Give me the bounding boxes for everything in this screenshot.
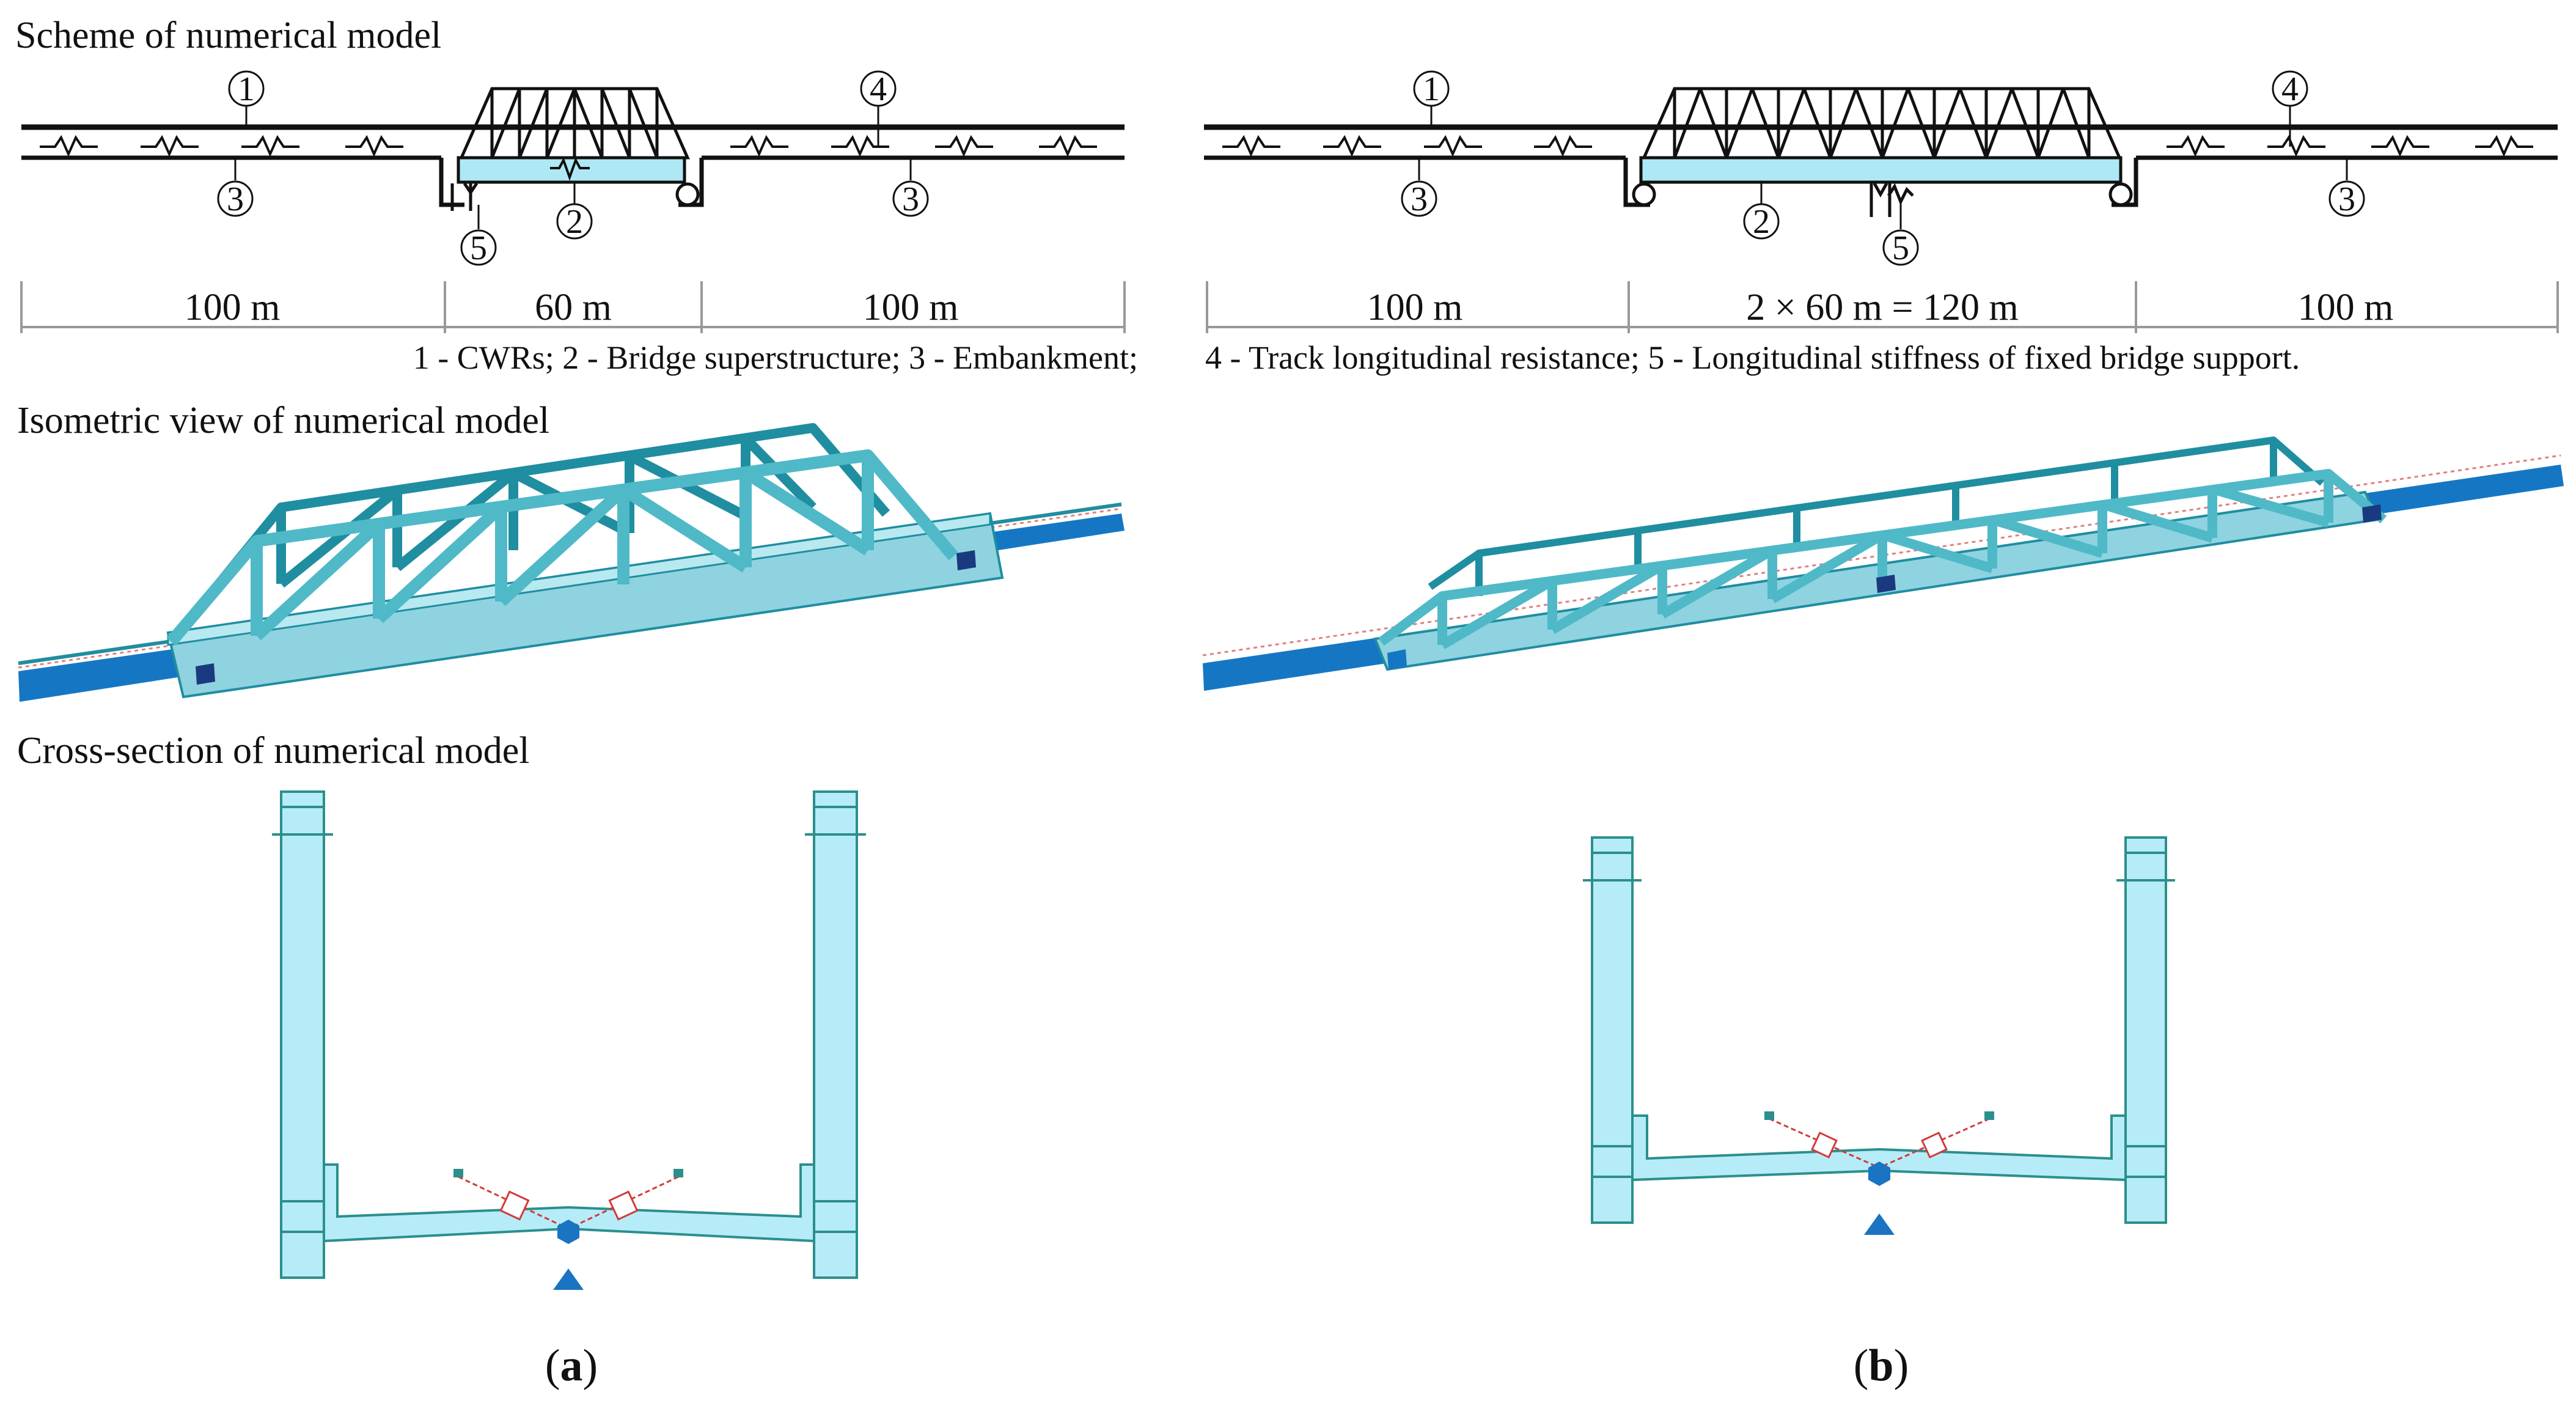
scheme-b-leaders (1418, 105, 2348, 229)
svg-text:3: 3 (227, 180, 244, 218)
isometric-a-support-left (196, 663, 215, 685)
scheme-b-marker-1: 1 (1413, 70, 1450, 108)
cross-section-a-web-right (813, 790, 858, 1279)
scheme-b: 1 3 2 5 4 3 100 m 2 × 60 m (1204, 70, 2559, 333)
legend-right: 4 - Track longitudinal resistance; 5 - L… (1205, 339, 2300, 376)
svg-text:3: 3 (1411, 180, 1428, 218)
svg-text:1: 1 (238, 70, 255, 108)
scheme-b-marker-5: 5 (1882, 229, 1919, 267)
cross-section-a-bearing (557, 1220, 579, 1244)
scheme-b-marker-3-right: 3 (2328, 180, 2365, 218)
svg-text:2: 2 (566, 203, 583, 241)
heading-isometric: Isometric view of numerical model (17, 400, 549, 441)
scheme-a-roller-support (675, 182, 700, 207)
svg-text:3: 3 (2338, 180, 2355, 218)
scheme-a-marker-3-left: 3 (217, 180, 254, 218)
scheme-b-marker-2: 2 (1743, 203, 1780, 241)
scheme-b-dim-left: 100 m (1367, 287, 1463, 328)
scheme-a-marker-3-right: 3 (892, 180, 929, 218)
scheme-b-roller-support-right (2108, 182, 2133, 207)
cross-section-b-spring-box-left (1811, 1132, 1838, 1158)
scheme-a-dim-right: 100 m (863, 287, 959, 328)
scheme-a-dimension-line (20, 281, 1126, 333)
cross-section-a-spring-box-left (499, 1190, 530, 1221)
cross-section-b-web-right (2124, 836, 2167, 1224)
cross-section-a-rails (453, 1169, 683, 1177)
cross-section-b-deck (1631, 1114, 2127, 1182)
cross-section-b-web-left (1591, 836, 1634, 1224)
scheme-a-marker-1: 1 (228, 70, 265, 108)
scheme-b-dim-middle: 2 × 60 m = 120 m (1746, 287, 2018, 328)
cross-section-a-springs (458, 1176, 679, 1230)
heading-scheme: Scheme of numerical model (15, 15, 441, 56)
scheme-a-truss (459, 87, 690, 160)
scheme-a-marker-4: 4 (860, 70, 897, 108)
legend-left: 1 - CWRs; 2 - Bridge superstructure; 3 -… (413, 339, 1138, 376)
cross-section-a-deck (323, 1163, 815, 1243)
scheme-b-fixed-support (1870, 182, 1914, 217)
scheme-a-springs (40, 134, 1097, 181)
svg-text:2: 2 (1753, 203, 1770, 241)
cross-section-a-support (553, 1269, 584, 1290)
scheme-a-abutment-left (439, 158, 464, 207)
heading-cross-section: Cross-section of numerical model (17, 730, 530, 771)
cross-section-b-support (1864, 1213, 1895, 1235)
svg-text:4: 4 (870, 70, 887, 108)
scheme-a-marker-5: 5 (460, 229, 497, 267)
isometric-b-support-middle (1876, 575, 1896, 593)
svg-text:3: 3 (902, 180, 919, 218)
isometric-a-support-right (956, 550, 976, 570)
isometric-b-support-left (1387, 649, 1407, 670)
scheme-a-marker-2: 2 (556, 203, 593, 241)
isometric-a-truss-near (166, 449, 958, 646)
panel-label-a: (a) (545, 1341, 598, 1391)
cross-section-a (272, 790, 866, 1290)
cross-section-a-spring-box-right (608, 1190, 639, 1221)
svg-text:5: 5 (1892, 229, 1909, 267)
scheme-b-marker-3-left: 3 (1401, 180, 1437, 218)
svg-text:4: 4 (2281, 70, 2299, 108)
isometric-b (1202, 436, 2564, 691)
cross-section-b-rails (1764, 1111, 1994, 1120)
scheme-a-fixed-support (450, 182, 479, 211)
scheme-b-deck (1639, 156, 2123, 184)
scheme-b-roller-support-left (1632, 182, 1656, 207)
scheme-b-springs (1222, 134, 2533, 157)
scheme-a-dim-left: 100 m (185, 287, 281, 328)
isometric-a (18, 423, 1125, 702)
cross-section-a-web-left (280, 790, 325, 1279)
scheme-b-marker-4: 4 (2272, 70, 2308, 108)
cross-section-b-spring-box-right (1921, 1132, 1948, 1158)
scheme-b-dimension-line (1206, 281, 2559, 333)
svg-text:5: 5 (470, 229, 487, 267)
scheme-b-dim-right: 100 m (2298, 287, 2394, 328)
scheme-b-truss (1642, 87, 2122, 160)
scheme-a-dim-middle: 60 m (535, 287, 612, 328)
cross-section-b (1583, 836, 2175, 1235)
cross-section-b-bearing (1868, 1162, 1890, 1186)
scheme-a-leaders (234, 105, 912, 229)
isometric-b-support-right (2362, 504, 2382, 523)
panel-label-b: (b) (1854, 1341, 1909, 1391)
svg-text:1: 1 (1423, 70, 1440, 108)
scheme-a: 1 3 2 5 4 3 100 m 60 m (20, 70, 1126, 333)
isometric-b-truss-near (1378, 469, 2387, 649)
